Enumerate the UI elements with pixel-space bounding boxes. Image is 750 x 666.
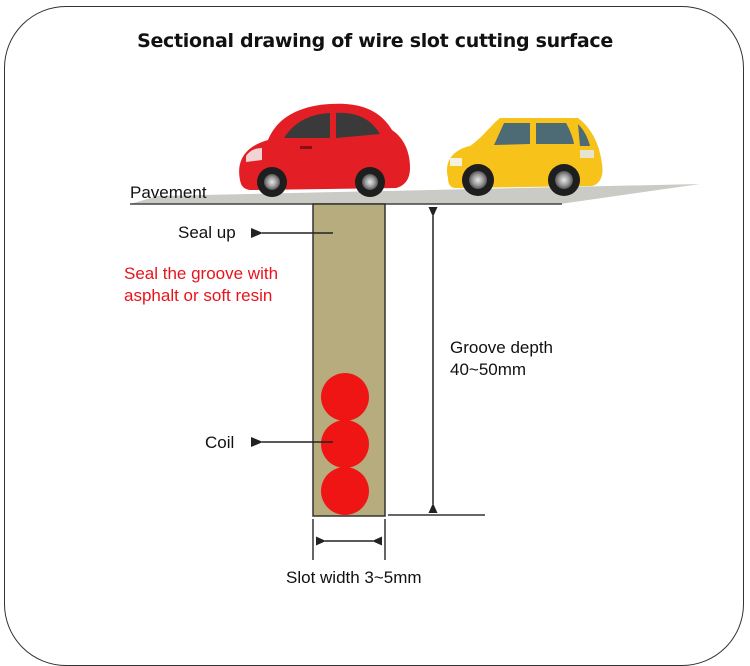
seal-note-line2: asphalt or soft resin xyxy=(124,286,273,305)
seal-up-label: Seal up xyxy=(178,223,236,242)
section-diagram xyxy=(130,103,700,560)
coil-circle xyxy=(321,467,369,515)
pavement-surface xyxy=(130,184,700,205)
slot-width-dimension xyxy=(312,519,386,560)
diagram-title: Sectional drawing of wire slot cutting s… xyxy=(137,30,613,52)
groove-depth-dimension xyxy=(388,207,485,516)
seal-note-line1: Seal the groove with xyxy=(124,264,279,283)
groove-depth-value: 40~50mm xyxy=(450,360,527,379)
coil-circle xyxy=(321,373,369,421)
pavement-label: Pavement xyxy=(130,183,207,202)
coil-label: Coil xyxy=(205,433,235,452)
coil-circle xyxy=(321,420,369,468)
slot-width-label: Slot width 3~5mm xyxy=(286,568,422,587)
coil-windings xyxy=(321,373,369,515)
red-car-icon xyxy=(239,103,410,197)
groove-depth-label: Groove depth xyxy=(450,338,554,357)
yellow-car-icon xyxy=(446,118,603,196)
